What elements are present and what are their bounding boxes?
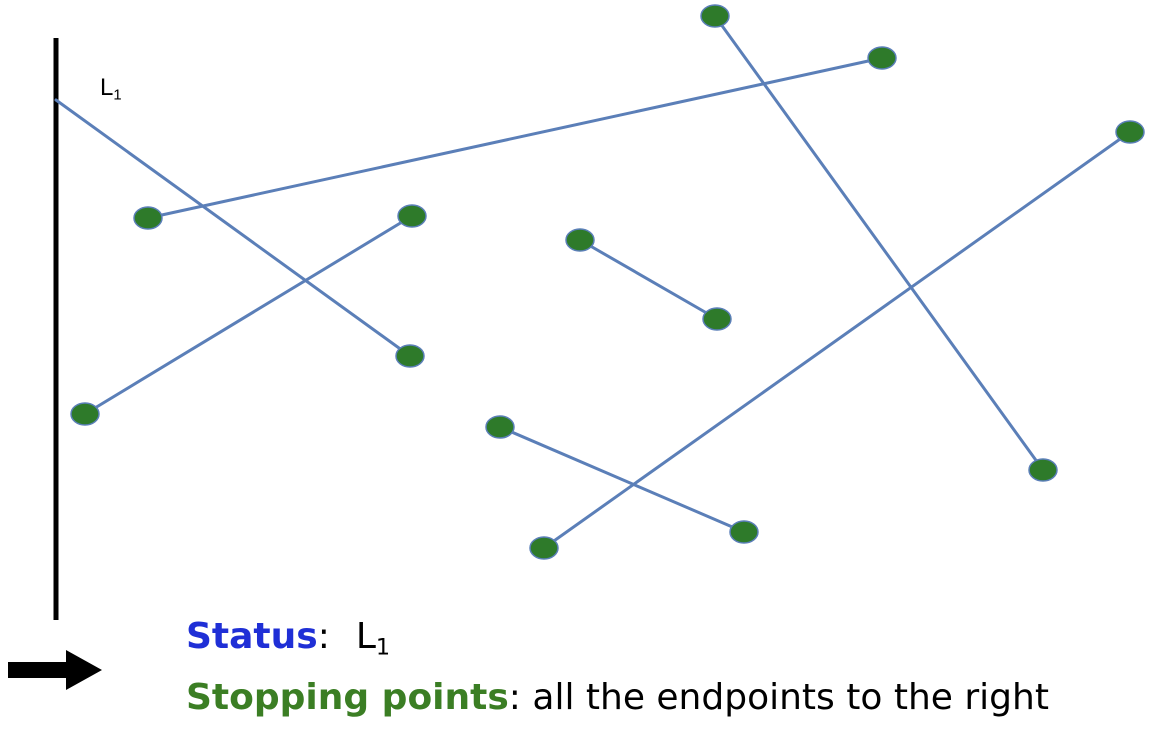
stopping-points-row: Stopping points: all the endpoints to th…	[186, 673, 1049, 723]
line-segment	[578, 238, 719, 321]
segments-group	[54, 14, 1132, 550]
line-segment	[146, 56, 884, 220]
stopping-points-label: Stopping points	[186, 676, 509, 718]
segment-endpoint	[397, 204, 427, 228]
status-row: Status: L1	[186, 612, 1049, 673]
right-arrow-icon	[8, 650, 102, 690]
segment-endpoint	[485, 415, 515, 439]
line-segment	[713, 14, 1045, 472]
status-label: Status	[186, 616, 318, 657]
segment-endpoint	[565, 228, 595, 252]
stopping-points-value: all the endpoints to the right	[520, 676, 1049, 718]
segment-endpoint	[1115, 120, 1145, 144]
segment-endpoint	[729, 520, 759, 544]
status-value: L1	[355, 616, 391, 661]
status-separator: :	[317, 616, 330, 657]
sweep-line-label: L1	[100, 74, 122, 104]
segment-endpoint	[529, 536, 559, 560]
line-segment	[542, 130, 1132, 550]
status-panel: Status: L1 Stopping points: all the endpo…	[186, 612, 1049, 723]
line-segment	[83, 214, 414, 416]
segment-endpoint	[395, 344, 425, 368]
stopping-points-separator: :	[508, 676, 521, 718]
segment-endpoint	[133, 206, 163, 230]
segment-endpoint	[700, 4, 730, 28]
segment-endpoint	[702, 307, 732, 331]
line-segment	[54, 98, 412, 358]
segment-endpoint	[1028, 458, 1058, 482]
line-segment	[498, 425, 746, 534]
segment-endpoint	[867, 46, 897, 70]
endpoints-group	[70, 4, 1145, 560]
segment-endpoint	[70, 402, 100, 426]
